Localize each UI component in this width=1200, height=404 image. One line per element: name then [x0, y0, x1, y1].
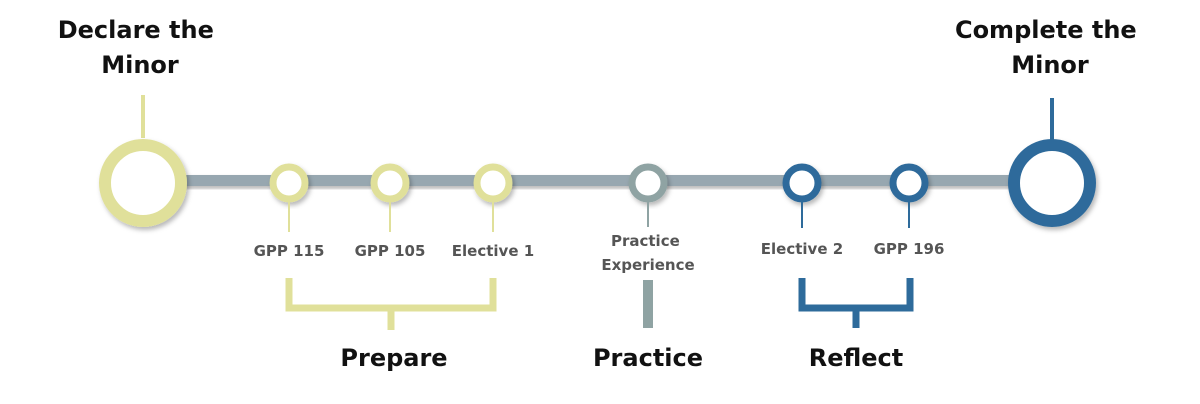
- node-label: GPP 105: [355, 242, 426, 260]
- end-label-line-1: Complete the: [955, 16, 1137, 44]
- phase-reflect: Reflect: [798, 278, 914, 372]
- end-circle: [1008, 139, 1096, 227]
- node-practice-experience: Practice Experience: [601, 163, 695, 274]
- end-label: Complete the Minor: [955, 16, 1145, 79]
- node-label-line-1: GPP 196: [874, 240, 945, 258]
- prepare-label: Prepare: [340, 344, 447, 372]
- node-elective-2: Elective 2: [761, 163, 843, 258]
- node-label-line-1: Elective 1: [452, 242, 534, 260]
- start-label: Declare the Minor: [58, 16, 223, 79]
- reflect-label: Reflect: [809, 344, 904, 372]
- node-label: Practice Experience: [601, 232, 694, 274]
- node-label: GPP 115: [254, 242, 325, 260]
- node-gpp-115: GPP 115: [254, 163, 325, 260]
- node-label-line-1: GPP 105: [355, 242, 426, 260]
- node-circle: [782, 163, 822, 203]
- end-label-line-2: Minor: [1011, 51, 1089, 79]
- node-circle: [628, 163, 668, 203]
- prepare-bracket: [285, 278, 497, 330]
- node-label-line-2: Experience: [601, 256, 694, 274]
- practice-label: Practice: [593, 344, 703, 372]
- node-label-line-1: Elective 2: [761, 240, 843, 258]
- node-circle: [269, 163, 309, 203]
- start-label-line-2: Minor: [101, 51, 179, 79]
- timeline-track: [140, 175, 1060, 186]
- reflect-bracket: [798, 278, 914, 328]
- node-gpp-105: GPP 105: [355, 163, 426, 260]
- phase-practice: Practice: [593, 280, 703, 372]
- start-label-line-1: Declare the: [58, 16, 214, 44]
- node-circle: [370, 163, 410, 203]
- node-label-line-1: Practice: [611, 232, 680, 250]
- practice-bar: [643, 280, 653, 328]
- end-milestone: Complete the Minor: [955, 16, 1145, 227]
- node-label-line-1: GPP 115: [254, 242, 325, 260]
- node-label: GPP 196: [874, 240, 945, 258]
- start-milestone: Declare the Minor: [58, 16, 223, 227]
- node-gpp-196: GPP 196: [874, 163, 945, 258]
- node-circle: [889, 163, 929, 203]
- node-circle: [473, 163, 513, 203]
- node-label: Elective 2: [761, 240, 843, 258]
- node-elective-1: Elective 1: [452, 163, 534, 260]
- phase-prepare: Prepare: [285, 278, 497, 372]
- start-circle: [99, 139, 187, 227]
- node-label: Elective 1: [452, 242, 534, 260]
